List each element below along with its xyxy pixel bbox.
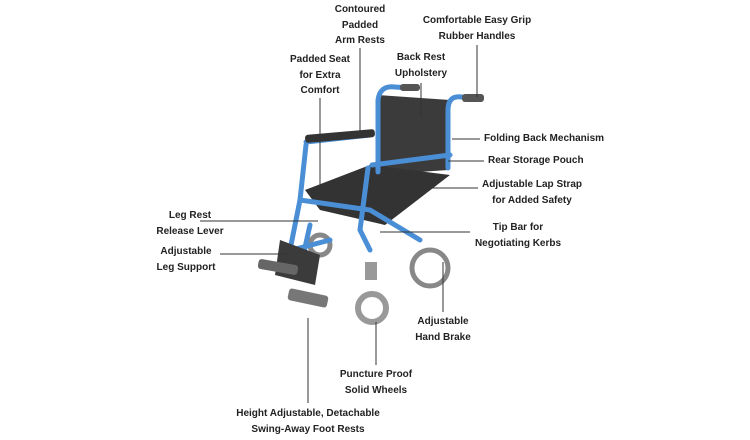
label-storage-pouch: Rear Storage Pouch bbox=[488, 153, 584, 169]
label-line: Release Lever bbox=[156, 225, 224, 237]
label-line: Upholstery bbox=[394, 67, 448, 79]
armrest bbox=[305, 129, 375, 143]
footrest-left bbox=[257, 259, 299, 275]
label-line: Adjustable Lap Strap bbox=[481, 179, 583, 190]
label-line: Negotiating Kerbs bbox=[474, 237, 562, 249]
label-back-rest: Back Rest Upholstery bbox=[395, 50, 447, 81]
rear-wheel bbox=[409, 247, 451, 289]
label-line: Adjustable bbox=[417, 316, 469, 327]
leader-lines bbox=[200, 45, 484, 403]
label-line: Padded bbox=[341, 19, 379, 31]
label-line: Rear Storage Pouch bbox=[488, 155, 584, 166]
label-foot-rests: Height Adjustable, Detachable Swing-Away… bbox=[236, 406, 380, 437]
label-line: Comfortable Easy Grip bbox=[422, 15, 532, 26]
label-folding-back: Folding Back Mechanism bbox=[484, 131, 604, 147]
label-line: Adjustable bbox=[160, 246, 212, 257]
label-line: for Extra bbox=[299, 69, 341, 81]
label-line: Tip Bar for bbox=[492, 222, 544, 233]
label-wheels: Puncture Proof Solid Wheels bbox=[340, 367, 412, 398]
label-leg-support: Adjustable Leg Support bbox=[157, 244, 216, 275]
label-line: Folding Back Mechanism bbox=[484, 133, 605, 144]
label-line: Solid Wheels bbox=[344, 384, 408, 396]
label-hand-brake: Adjustable Hand Brake bbox=[415, 314, 471, 345]
label-line: Puncture Proof bbox=[339, 369, 413, 380]
seat bbox=[305, 165, 450, 225]
label-line: Leg Support bbox=[156, 261, 216, 273]
label-handles: Comfortable Easy Grip Rubber Handles bbox=[423, 13, 531, 44]
label-line: for Added Safety bbox=[492, 194, 572, 206]
label-line: Height Adjustable, Detachable bbox=[236, 408, 380, 419]
front-wheel bbox=[355, 291, 389, 325]
label-line: Contoured bbox=[334, 4, 386, 15]
leg-support bbox=[275, 240, 320, 285]
label-line: Hand Brake bbox=[415, 331, 471, 343]
footrest-right bbox=[287, 288, 329, 308]
label-line: Leg Rest bbox=[168, 210, 212, 221]
wheelchair-illustration bbox=[257, 84, 484, 325]
label-arm-rests: Contoured Padded Arm Rests bbox=[335, 2, 386, 49]
handle-grip bbox=[462, 94, 484, 102]
label-leg-rest-lever: Leg Rest Release Lever bbox=[156, 208, 223, 239]
label-line: Comfort bbox=[300, 85, 340, 96]
label-lap-strap: Adjustable Lap Strap for Added Safety bbox=[482, 177, 582, 208]
label-line: Padded Seat bbox=[289, 54, 351, 65]
label-tip-bar: Tip Bar for Negotiating Kerbs bbox=[475, 220, 561, 251]
label-line: Back Rest bbox=[396, 52, 446, 63]
label-line: Arm Rests bbox=[334, 35, 386, 46]
label-line: Rubber Handles bbox=[438, 30, 516, 42]
label-seat: Padded Seat for Extra Comfort bbox=[290, 52, 350, 99]
brake-box bbox=[365, 262, 377, 280]
label-line: Swing-Away Foot Rests bbox=[251, 423, 365, 435]
